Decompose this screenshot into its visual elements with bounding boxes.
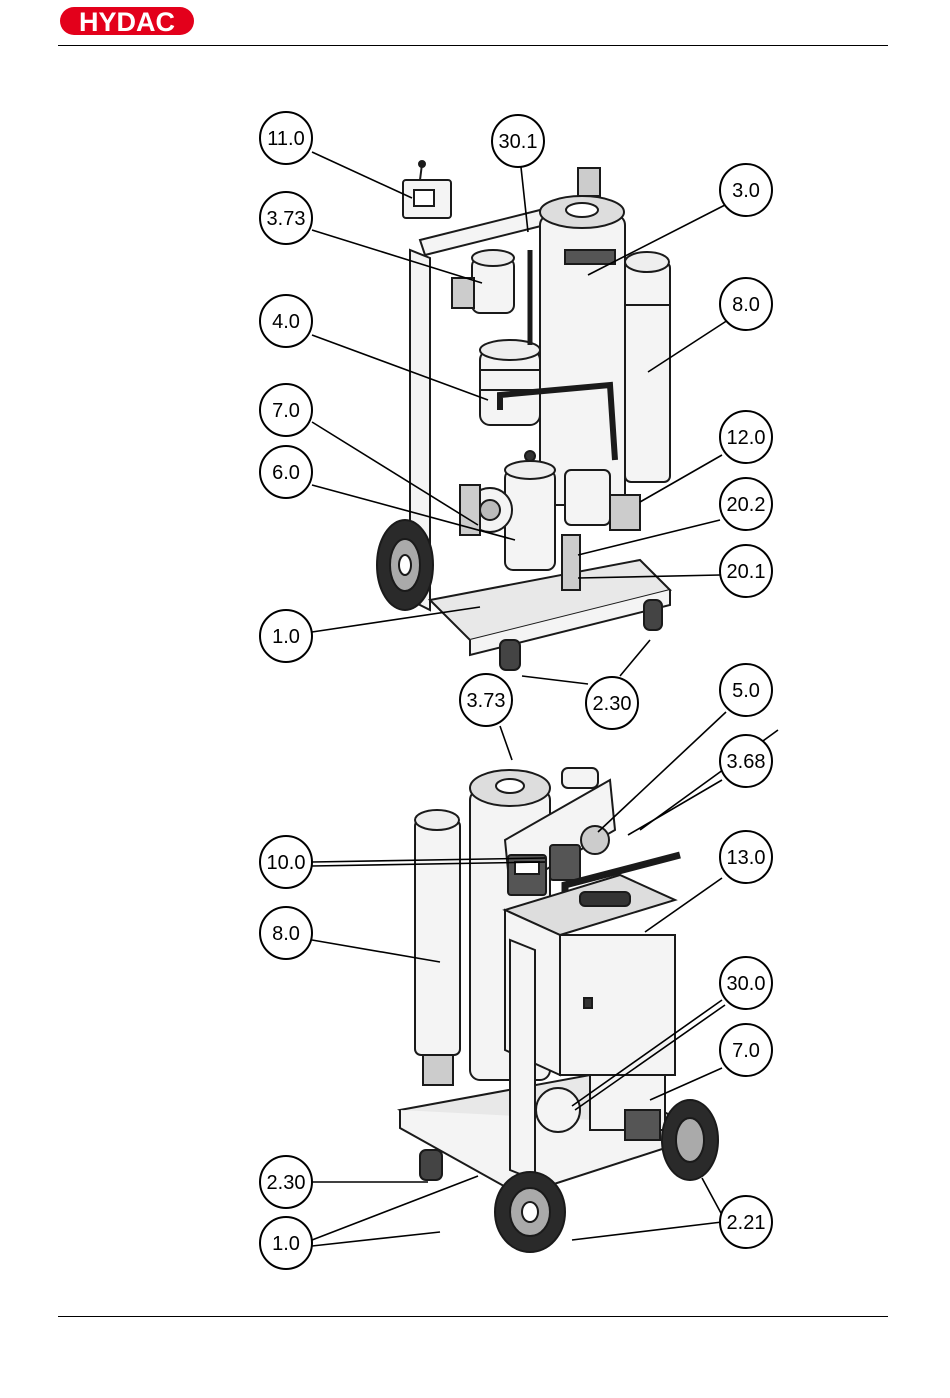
motor xyxy=(480,340,540,425)
svg-text:10.0: 10.0 xyxy=(267,852,306,874)
callout-2-30-bottom: 2.30 xyxy=(260,1156,312,1208)
wheel-front-large xyxy=(495,1172,565,1252)
remote-control-box xyxy=(403,161,451,218)
svg-text:30.0: 30.0 xyxy=(727,973,766,995)
svg-text:6.0: 6.0 xyxy=(272,462,300,484)
svg-text:4.0: 4.0 xyxy=(272,311,300,333)
cylinder-right xyxy=(625,252,670,482)
svg-text:11.0: 11.0 xyxy=(267,128,304,150)
callout-7-0-bottom: 7.0 xyxy=(720,1024,772,1076)
svg-text:12.0: 12.0 xyxy=(727,427,766,449)
wheel-large xyxy=(377,520,433,610)
svg-text:2.30: 2.30 xyxy=(267,1172,306,1194)
callout-20-2: 20.2 xyxy=(720,478,772,530)
cylinder-left xyxy=(415,810,460,1085)
callout-10-0: 10.0 xyxy=(260,836,312,888)
callout-30-0: 30.0 xyxy=(720,957,772,1009)
callout-30-1: 30.1 xyxy=(492,115,544,167)
frame-post-front xyxy=(510,940,535,1180)
wheel-rear-large xyxy=(662,1100,718,1180)
callout-6-0: 6.0 xyxy=(260,446,312,498)
svg-text:3.0: 3.0 xyxy=(732,180,760,202)
callout-5-0: 5.0 xyxy=(720,664,772,716)
callout-13-0: 13.0 xyxy=(720,831,772,883)
svg-text:20.2: 20.2 xyxy=(727,494,766,516)
callout-2-21: 2.21 xyxy=(720,1196,772,1248)
breather-filter xyxy=(452,250,514,313)
svg-text:2.21: 2.21 xyxy=(727,1212,766,1234)
svg-text:3.73: 3.73 xyxy=(467,690,506,712)
unit-front-view xyxy=(400,768,718,1252)
unit-rear-view xyxy=(377,161,670,670)
svg-text:2.30: 2.30 xyxy=(593,693,632,715)
svg-text:3.68: 3.68 xyxy=(727,751,766,773)
svg-text:5.0: 5.0 xyxy=(732,680,760,702)
pressure-gauge xyxy=(581,826,609,854)
svg-text:20.1: 20.1 xyxy=(727,561,766,583)
callout-8-0-top: 8.0 xyxy=(720,278,772,330)
callout-1-0-top: 1.0 xyxy=(260,610,312,662)
callout-1-0-bottom: 1.0 xyxy=(260,1217,312,1269)
svg-text:7.0: 7.0 xyxy=(272,400,300,422)
svg-text:8.0: 8.0 xyxy=(732,294,760,316)
callout-12-0: 12.0 xyxy=(720,411,772,463)
callout-3-0: 3.0 xyxy=(720,164,772,216)
svg-text:1.0: 1.0 xyxy=(272,626,300,648)
svg-text:7.0: 7.0 xyxy=(732,1040,760,1062)
callout-4-0: 4.0 xyxy=(260,295,312,347)
callout-20-1: 20.1 xyxy=(720,545,772,597)
callout-7-0-top: 7.0 xyxy=(260,384,312,436)
callout-3-73-top: 3.73 xyxy=(260,192,312,244)
svg-text:13.0: 13.0 xyxy=(727,847,766,869)
callout-3-73-bottom: 3.73 xyxy=(460,674,512,726)
svg-text:8.0: 8.0 xyxy=(272,923,300,945)
svg-text:1.0: 1.0 xyxy=(272,1233,300,1255)
cylinder-top-small xyxy=(562,768,598,788)
callout-11-0: 11.0 xyxy=(260,112,312,164)
callout-8-0-bottom: 8.0 xyxy=(260,907,312,959)
svg-text:3.73: 3.73 xyxy=(267,208,306,230)
callout-2-30-top: 2.30 xyxy=(586,677,638,729)
callout-3-68: 3.68 xyxy=(720,735,772,787)
caster-rear xyxy=(420,1150,442,1180)
svg-text:30.1: 30.1 xyxy=(499,131,538,153)
